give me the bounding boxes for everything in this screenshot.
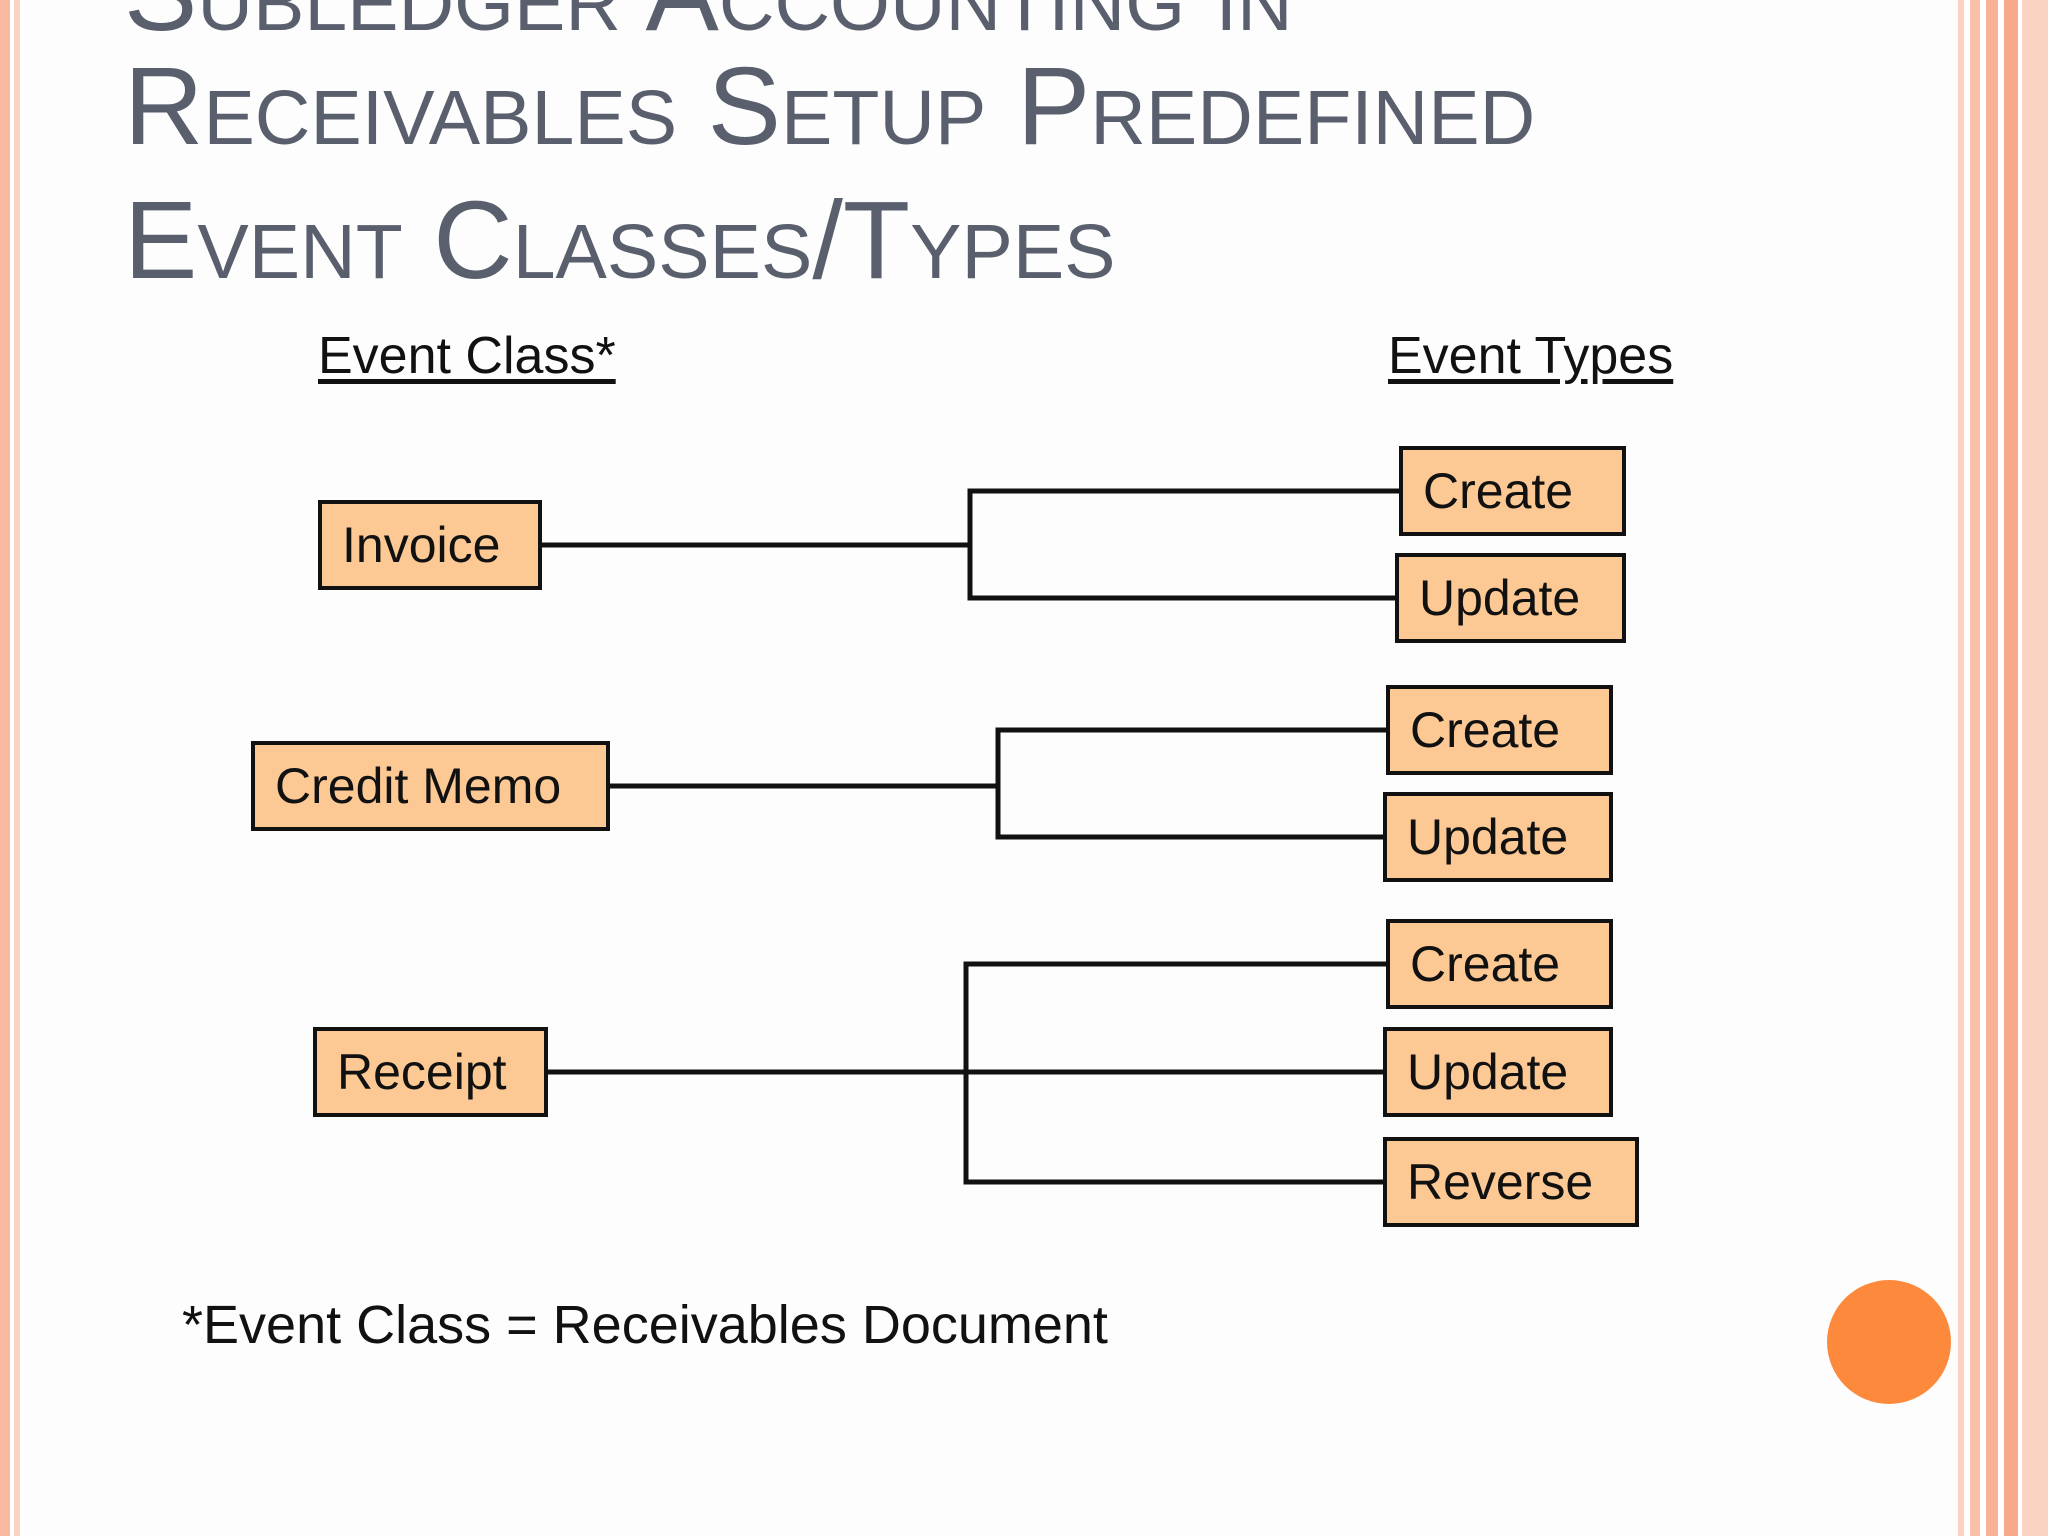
event-type-box: Create <box>1386 685 1613 775</box>
right-border-stripe <box>1986 0 1998 1536</box>
left-border-stripe <box>14 0 20 1536</box>
event-type-label: Update <box>1407 1044 1569 1100</box>
slide-title-line-1: Subledger Accounting in <box>124 0 1293 48</box>
event-type-label: Create <box>1410 702 1561 758</box>
event-class-box-invoice: Invoice <box>318 500 542 590</box>
footnote: *Event Class = Receivables Document <box>182 1295 1108 1355</box>
event-class-label: Invoice <box>342 517 501 573</box>
event-type-box: Update <box>1383 792 1613 882</box>
event-type-box: Reverse <box>1383 1137 1639 1227</box>
event-type-box: Create <box>1399 446 1626 536</box>
event-types-header: Event Types <box>1388 327 1674 385</box>
slide-title-line-3: Event Classes/Types <box>124 179 1116 302</box>
event-type-label: Create <box>1410 936 1561 992</box>
event-type-label: Reverse <box>1407 1154 1594 1210</box>
accent-dot <box>1827 1280 1951 1404</box>
right-border-stripe <box>2004 0 2018 1536</box>
event-type-box: Update <box>1395 553 1626 643</box>
event-type-box: Update <box>1383 1027 1613 1117</box>
right-border-stripe <box>1958 0 1964 1536</box>
event-class-header: Event Class* <box>318 327 616 385</box>
event-class-label: Credit Memo <box>275 758 562 814</box>
left-border-stripe <box>0 0 10 1536</box>
right-border-stripe <box>2022 0 2048 1536</box>
event-class-box-receipt: Receipt <box>313 1027 548 1117</box>
event-type-box: Create <box>1386 919 1613 1009</box>
slide-title-line-2: Receivables Setup Predefined <box>124 45 1536 168</box>
event-type-label: Update <box>1407 809 1569 865</box>
event-class-label: Receipt <box>337 1044 507 1100</box>
event-type-label: Create <box>1423 463 1574 519</box>
event-type-label: Update <box>1419 570 1581 626</box>
event-class-box-credit-memo: Credit Memo <box>251 741 610 831</box>
right-border-stripe <box>1970 0 1980 1536</box>
